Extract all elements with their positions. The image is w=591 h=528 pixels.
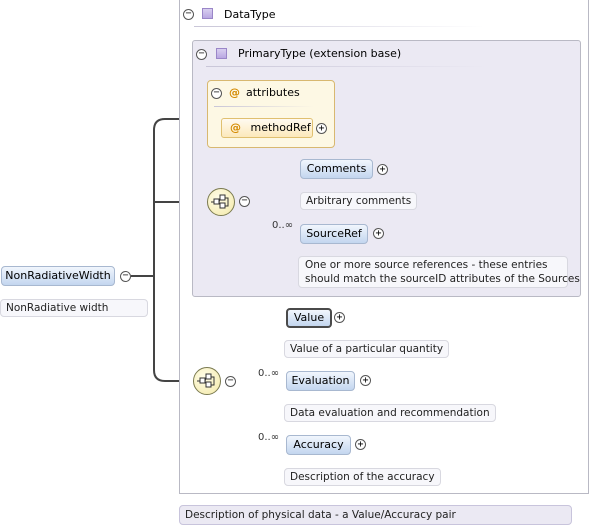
sourceref-doc: One or more source references - these en… xyxy=(298,256,580,288)
accuracy-cardinality: 0..∞ xyxy=(258,432,280,443)
primarytype-label: PrimaryType (extension base) xyxy=(238,47,402,60)
attributes-separator xyxy=(214,106,314,107)
comments-expand-button[interactable]: + xyxy=(377,164,388,175)
root-collapse-button[interactable]: − xyxy=(120,271,131,282)
methodref-expand-button[interactable]: + xyxy=(316,123,327,134)
complex-type-icon xyxy=(216,48,227,59)
sourceref-doc-line2: should match the sourceID attributes of … xyxy=(305,273,580,285)
datatype-doc: Description of physical data - a Value/A… xyxy=(179,505,572,525)
element-evaluation[interactable]: Evaluation xyxy=(286,371,355,391)
sequence2-collapse-button[interactable]: − xyxy=(225,376,236,387)
complex-type-icon xyxy=(202,8,213,19)
attributes-label: attributes xyxy=(246,86,300,99)
value-expand-button[interactable]: + xyxy=(334,312,345,323)
attribute-icon: @ xyxy=(230,121,241,134)
datatype-label: DataType xyxy=(224,8,276,21)
sourceref-doc-line1: One or more source references - these en… xyxy=(305,259,548,271)
element-accuracy[interactable]: Accuracy xyxy=(286,435,351,455)
comments-doc: Arbitrary comments xyxy=(300,192,418,210)
sequence-glyph xyxy=(197,373,215,388)
sequence-glyph xyxy=(211,194,229,209)
element-value[interactable]: Value xyxy=(286,308,332,328)
accuracy-doc: Description of the accuracy xyxy=(284,468,441,486)
trunk-connector xyxy=(153,118,207,276)
sequence-compositor-icon xyxy=(193,367,221,395)
datatype-separator xyxy=(194,26,484,27)
evaluation-doc: Data evaluation and recommendation xyxy=(284,404,496,422)
attribute-icon: @ xyxy=(229,86,240,99)
element-sourceref[interactable]: SourceRef xyxy=(300,224,368,244)
sourceref-cardinality: 0..∞ xyxy=(272,220,294,231)
attribute-methodref[interactable]: @ methodRef xyxy=(221,118,313,138)
sequence-compositor-icon xyxy=(207,188,235,216)
element-nonradiativewidth[interactable]: NonRadiativeWidth xyxy=(1,266,115,286)
accuracy-expand-button[interactable]: + xyxy=(355,439,366,450)
primarytype-separator xyxy=(206,66,486,67)
datatype-collapse-button[interactable]: − xyxy=(183,9,194,20)
sourceref-expand-button[interactable]: + xyxy=(373,228,384,239)
primarytype-collapse-button[interactable]: − xyxy=(196,49,207,60)
attributes-collapse-button[interactable]: − xyxy=(211,88,222,99)
root-doc: NonRadiative width xyxy=(0,299,148,317)
evaluation-cardinality: 0..∞ xyxy=(258,368,280,379)
evaluation-expand-button[interactable]: + xyxy=(360,375,371,386)
value-doc: Value of a particular quantity xyxy=(284,340,450,358)
trunk-to-sequence2 xyxy=(153,276,193,382)
sequence1-collapse-button[interactable]: − xyxy=(239,196,250,207)
attribute-name: methodRef xyxy=(250,121,311,134)
element-comments[interactable]: Comments xyxy=(300,159,373,179)
